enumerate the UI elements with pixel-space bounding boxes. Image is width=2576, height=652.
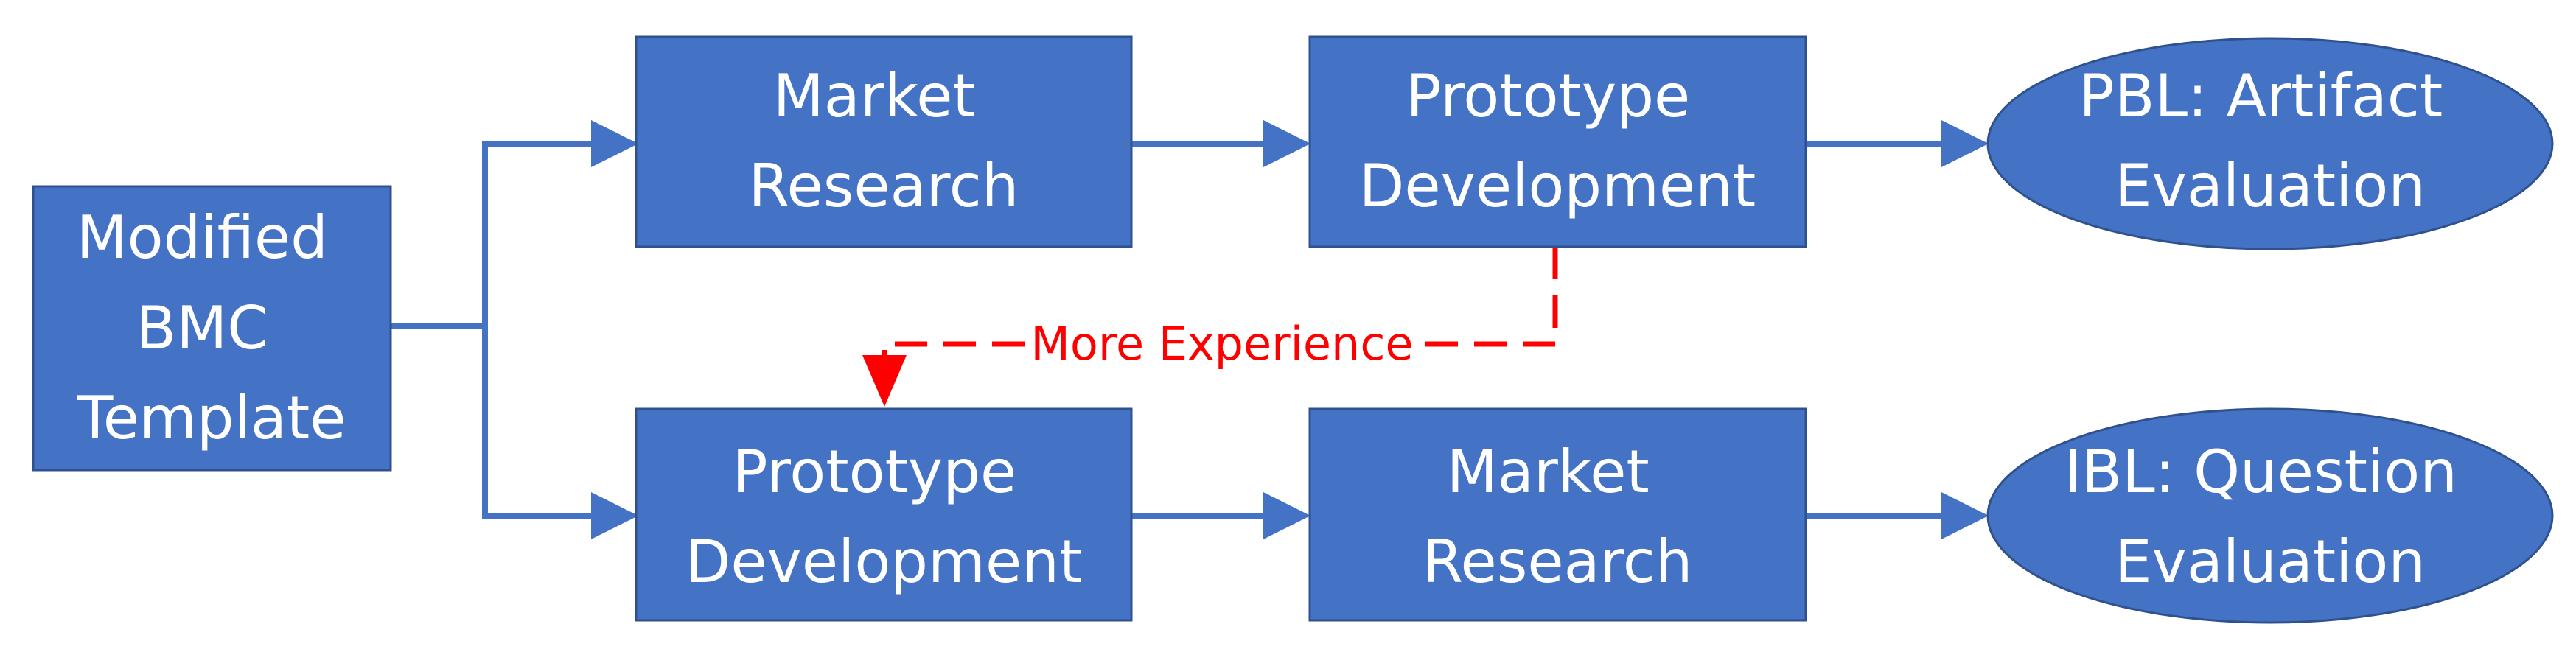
pbl-evaluation-node: PBL: Artifact Evaluation [1986,37,2554,250]
top-prototype-development-line-1: Prototype [1406,62,1690,130]
bottom-market-research-line-2: Research [1423,527,1693,596]
bottom-prototype-development-line-2: Development [685,527,1083,596]
bottom-prototype-development-box [635,407,1133,622]
connectors [391,120,1989,539]
ibl-evaluation-node: IBL: Question Evaluation [1986,407,2554,624]
bottom-prototype-development-line-1: Prototype [732,438,1016,506]
top-market-research-line-1: Market [773,62,976,130]
top-market-research-line-2: Research [749,152,1019,220]
bmc-template-node: Modified BMC Template [32,185,392,472]
pbl-evaluation-label: PBL: Artifact Evaluation [2078,62,2461,220]
feedback-label: More Experience [1030,317,1413,371]
pbl-evaluation-ellipse [1986,37,2554,250]
top-prototype-development-line-2: Development [1359,152,1756,220]
ibl-evaluation-ellipse [1986,407,2554,624]
pbl-evaluation-line-2: Evaluation [2115,152,2426,220]
bottom-prototype-development-node: Prototype Development [635,407,1133,622]
top-market-research-label: Market Research [749,62,1019,220]
bottom-market-research-box [1308,407,1807,622]
bmc-template-box [32,185,392,472]
top-market-research-box [635,35,1133,248]
bottom-market-research-label: Market Research [1423,438,1693,596]
bmc-template-line-3: Template [76,384,346,452]
top-prototype-development-box [1308,35,1807,248]
bottom-prototype-development-label: Prototype Development [685,438,1083,596]
bottom-market-research-node: Market Research [1308,407,1807,622]
feedback-arrowhead [862,355,907,407]
bmc-template-line-1: Modified [77,203,328,272]
top-prototype-development-node: Prototype Development [1308,35,1807,248]
top-prototype-development-label: Prototype Development [1359,62,1756,220]
feedback-dashed-path [882,247,1558,355]
ibl-evaluation-line-2: Evaluation [2115,527,2426,596]
top-market-research-node: Market Research [635,35,1133,248]
feedback-connector: More Experience [862,247,1558,407]
bottom-market-research-line-1: Market [1447,438,1650,506]
pbl-evaluation-line-1: PBL: Artifact [2078,62,2443,130]
bmc-template-label: Modified BMC Template [76,203,346,452]
ibl-evaluation-label: IBL: Question Evaluation [2064,438,2476,596]
ibl-evaluation-line-1: IBL: Question [2064,438,2457,506]
bmc-template-line-2: BMC [136,294,268,362]
